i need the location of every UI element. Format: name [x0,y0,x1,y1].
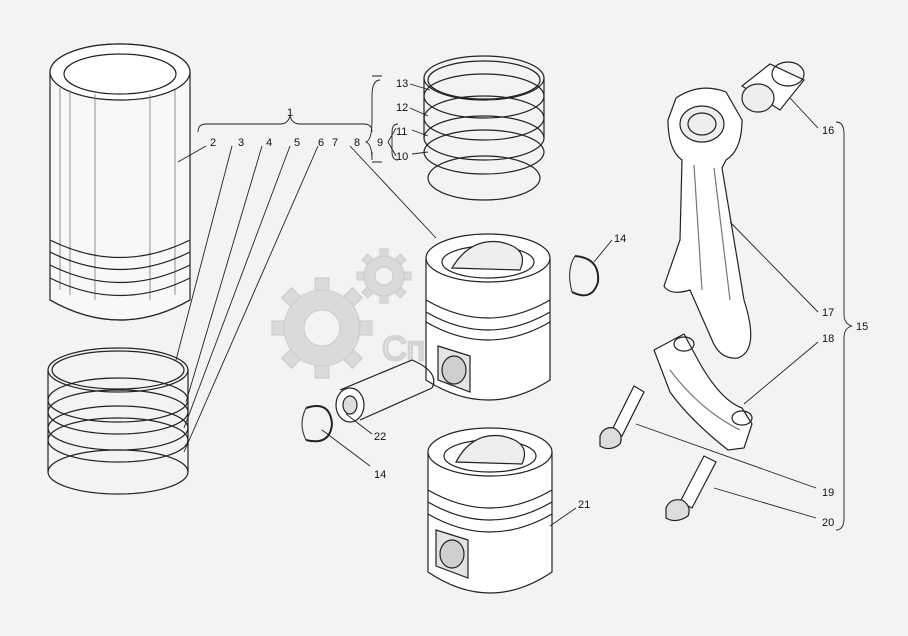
callout-4: 4 [266,137,272,149]
callout-labels: 1 2 3 4 5 6 7 8 9 10 11 12 13 14 14 15 1… [210,78,868,529]
watermark-gears [271,248,412,379]
circlip-lower [301,405,334,443]
callout-19: 19 [822,487,834,499]
callout-14-lower: 14 [374,469,386,481]
rod-bolt-20 [665,455,717,522]
circlip-upper [569,255,600,297]
piston-assembly-upper [425,233,551,401]
leader-lines [175,75,853,531]
callout-18: 18 [822,333,834,345]
callout-5: 5 [294,137,300,149]
callout-14-upper: 14 [614,233,626,245]
callout-11: 11 [396,126,407,138]
callout-3: 3 [238,137,244,149]
piston-assembly-lower [427,427,553,594]
callout-13: 13 [396,78,408,90]
callout-1: 1 [287,107,293,119]
callout-8: 8 [354,137,360,149]
connecting-rod [663,87,752,359]
callout-17: 17 [822,307,834,319]
connecting-rod-cap [653,333,753,451]
piston-rings [423,55,545,201]
callout-9: 9 [377,137,383,149]
callout-15: 15 [856,321,868,333]
rod-bolt-19 [599,385,645,450]
callout-20: 20 [822,517,834,529]
cylinder-liner [49,43,191,321]
callout-6: 6 [318,137,324,149]
small-end-bushing [740,61,805,113]
callout-10: 10 [396,151,408,163]
callout-12: 12 [396,102,408,114]
callout-2: 2 [210,137,216,149]
piston-pin [335,359,435,423]
callout-16: 16 [822,125,834,137]
callout-21: 21 [578,499,590,511]
callout-7: 7 [332,137,338,149]
liner-seal-rings [47,347,189,495]
callout-22: 22 [374,431,386,443]
